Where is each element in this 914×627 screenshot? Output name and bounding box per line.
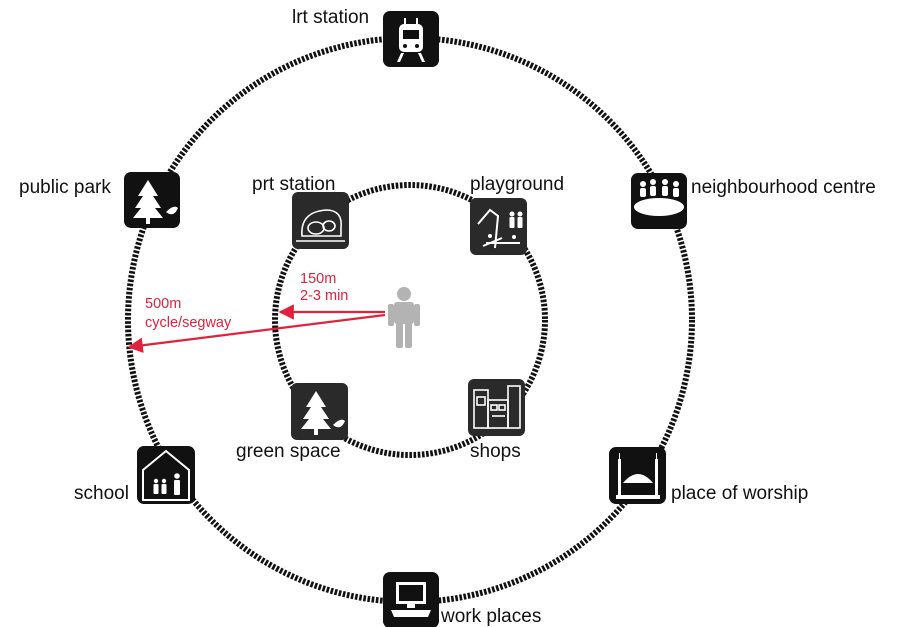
green-space-label: green space: [236, 441, 341, 462]
shop-icon: [473, 385, 521, 429]
neighbourhood-centre-node: neighbourhood centre: [631, 173, 876, 229]
group-table-icon: [634, 179, 684, 216]
playground-icon: [477, 208, 523, 249]
school-node: school: [74, 446, 195, 504]
prt-station-node: prt station: [252, 174, 349, 249]
work-places-node: work places: [383, 572, 541, 627]
playground-label: playground: [470, 174, 564, 195]
mosque-icon: [616, 453, 660, 499]
lrt-station-node: lrt station: [292, 7, 439, 67]
public-park-label: public park: [19, 177, 111, 198]
playground-node: playground: [470, 174, 564, 255]
shops-node: shops: [468, 379, 525, 462]
tree-icon: [133, 180, 178, 224]
outer-mode-label: cycle/segway: [145, 315, 232, 331]
work-places-label: work places: [440, 606, 541, 627]
place-of-worship-node: place of worship: [609, 447, 808, 504]
tree-icon: [301, 391, 345, 435]
school-label: school: [74, 483, 129, 504]
lrt-station-label: lrt station: [292, 7, 369, 28]
train-icon: [397, 18, 425, 62]
computer-icon: [391, 582, 431, 617]
inner-time-label: 2-3 min: [300, 288, 348, 304]
neighbourhood-centre-label: neighbourhood centre: [691, 177, 876, 198]
outer-distance-label: 500m: [145, 296, 181, 312]
school-house-icon: [142, 449, 190, 501]
pod-vehicle-icon: [296, 209, 345, 242]
inner-distance-label: 150m: [300, 271, 336, 287]
public-park-node: public park: [19, 172, 180, 228]
shops-label: shops: [470, 441, 521, 462]
prt-station-label: prt station: [252, 174, 335, 195]
place-of-worship-label: place of worship: [671, 483, 808, 504]
person-icon: [388, 287, 420, 348]
inner-ring: [272, 182, 548, 458]
outer-distance-arrow: [127, 313, 386, 353]
green-space-node: green space: [236, 383, 348, 462]
